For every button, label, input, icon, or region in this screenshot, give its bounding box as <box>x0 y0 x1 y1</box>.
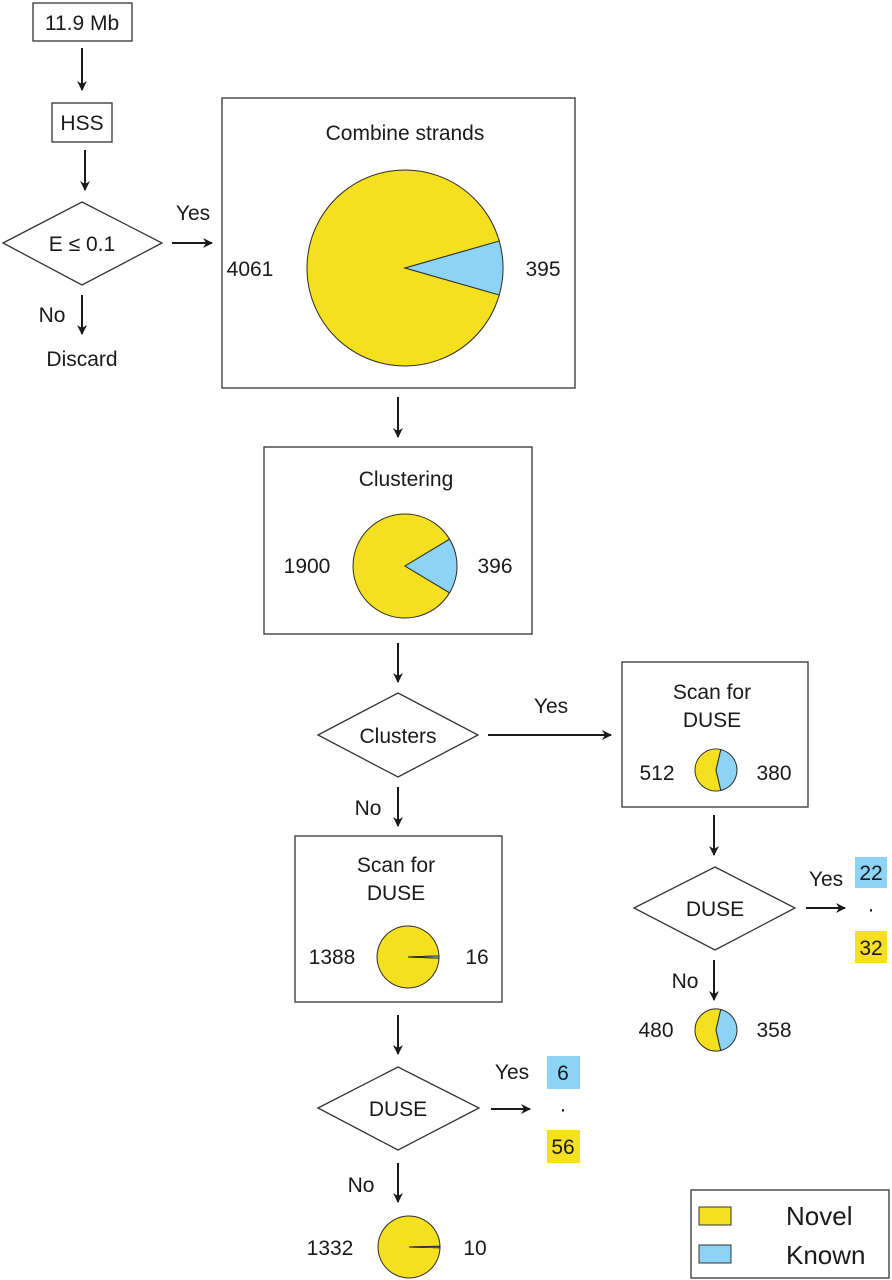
combine-novel-count: 4061 <box>227 258 274 281</box>
right-no-novel-count: 480 <box>638 1019 673 1042</box>
combine-known-count: 395 <box>525 258 560 281</box>
legend-novel-swatch <box>698 1206 732 1226</box>
pie-slice-known <box>715 748 738 792</box>
duse-left-decision-label: DUSE <box>369 1098 427 1121</box>
pie-scan-right <box>694 748 738 792</box>
hss-node-box <box>51 102 113 143</box>
evalue-no-label: No <box>39 304 66 327</box>
left-no-known-count: 10 <box>463 1237 486 1260</box>
scan-duse-right-title-1: Scan for <box>673 681 751 704</box>
clusters-decision-diamond <box>316 692 480 778</box>
right-yes-novel-count: 32 <box>859 937 882 960</box>
start-node-label: 11.9 Mb <box>45 12 119 35</box>
combine-strands-title: Combine strands <box>326 122 485 145</box>
duse-right-decision-label: DUSE <box>686 898 744 921</box>
pie-slice-novel <box>694 748 722 792</box>
pie-slice-novel <box>306 169 500 367</box>
duse-right-no-label: No <box>672 970 699 993</box>
clusters-yes-label: Yes <box>534 695 568 718</box>
pie-slice-known <box>404 538 458 594</box>
left-yes-known-badge <box>547 1056 580 1089</box>
left-yes-novel-count: 56 <box>551 1136 574 1159</box>
evalue-yes-label: Yes <box>176 202 210 225</box>
left-no-novel-count: 1332 <box>307 1237 354 1260</box>
pie-slice-known <box>408 1245 441 1249</box>
scan-duse-left-title-1: Scan for <box>357 854 435 877</box>
pie-slice-known <box>403 240 504 296</box>
clustering-known-count: 396 <box>477 555 512 578</box>
right-yes-known-badge <box>855 857 887 888</box>
pie-slice-novel <box>694 1008 722 1052</box>
pie-right-no <box>694 1008 738 1052</box>
evalue-decision-diamond <box>1 201 164 286</box>
left-yes-novel-badge <box>547 1130 580 1163</box>
left-yes-separator: · <box>560 1098 567 1121</box>
right-yes-novel-badge <box>855 931 887 963</box>
start-node-box <box>32 2 133 42</box>
pie-left-no <box>377 1215 441 1279</box>
clustering-novel-count: 1900 <box>284 555 331 578</box>
scan-left-known-count: 16 <box>465 946 488 969</box>
right-no-known-count: 358 <box>756 1019 791 1042</box>
scan-duse-left-title-2: DUSE <box>367 882 425 905</box>
legend-novel-label: Novel <box>786 1201 852 1231</box>
clusters-decision-label: Clusters <box>359 725 436 748</box>
pie-slice-known <box>715 1008 738 1052</box>
duse-left-decision-diamond <box>316 1066 481 1151</box>
duse-right-decision-diamond <box>632 866 797 951</box>
pie-clustering <box>352 513 458 619</box>
duse-left-no-label: No <box>348 1174 375 1197</box>
scan-right-novel-count: 512 <box>639 762 674 785</box>
evalue-decision-label: E ≤ 0.1 <box>49 233 115 256</box>
clustering-title: Clustering <box>359 468 454 491</box>
hss-node-label: HSS <box>60 112 103 135</box>
pie-scan-left <box>376 925 440 989</box>
duse-left-yes-label: Yes <box>495 1061 529 1084</box>
left-yes-known-count: 6 <box>557 1062 569 1085</box>
duse-right-yes-label: Yes <box>809 868 843 891</box>
legend-known-label: Known <box>786 1240 866 1270</box>
pie-combine <box>306 169 504 367</box>
scan-left-novel-count: 1388 <box>309 946 356 969</box>
clusters-no-label: No <box>355 797 382 820</box>
pie-slice-known <box>407 955 440 959</box>
discard-label: Discard <box>46 348 117 371</box>
scan-right-known-count: 380 <box>756 762 791 785</box>
legend-known-swatch <box>698 1244 732 1264</box>
right-yes-known-count: 22 <box>859 862 882 885</box>
pie-slice-novel <box>352 513 451 619</box>
right-yes-separator: · <box>868 898 875 921</box>
scan-duse-right-title-2: DUSE <box>683 709 741 732</box>
